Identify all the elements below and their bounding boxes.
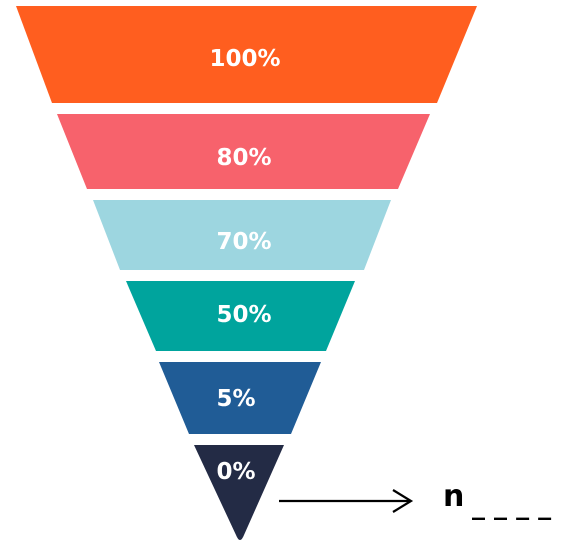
pointer-arrow — [279, 489, 414, 513]
funnel-level-1-label: 100% — [209, 46, 280, 72]
funnel-level-2-label: 80% — [216, 145, 271, 171]
funnel-level-2 — [57, 114, 430, 189]
arrow-right-icon — [392, 489, 414, 513]
funnel-level-4 — [126, 281, 355, 351]
funnel-level-3 — [93, 200, 391, 270]
funnel-level-6-label: 0% — [216, 459, 255, 485]
funnel-level-1 — [16, 6, 477, 103]
funnel-levels: 100% 80% 70% 50% 5% 0% — [16, 6, 477, 540]
pointer-prefix: n — [443, 479, 464, 514]
funnel-level-5-label: 5% — [216, 386, 255, 412]
funnel-level-5 — [159, 362, 321, 434]
funnel-level-3-label: 70% — [216, 229, 271, 255]
funnel-level-4-label: 50% — [216, 302, 271, 328]
funnel-level-6 — [194, 445, 284, 540]
pointer-blank: _ _ _ _ — [472, 491, 551, 521]
